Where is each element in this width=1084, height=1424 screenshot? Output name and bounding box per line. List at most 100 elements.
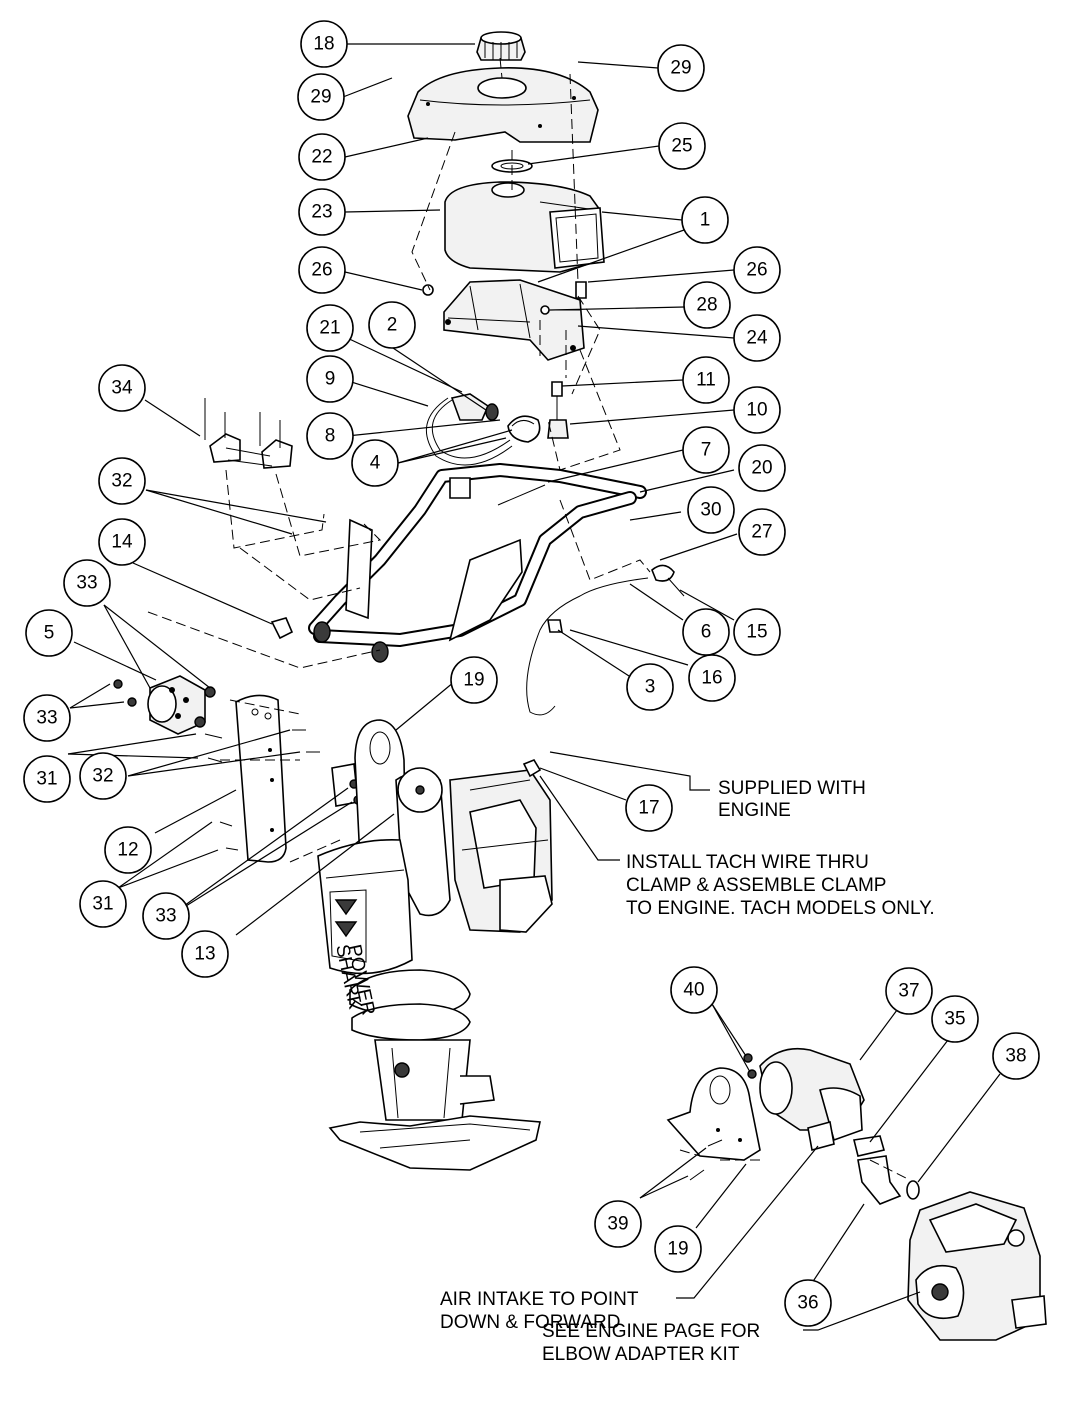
svg-text:40: 40 bbox=[683, 980, 704, 1001]
svg-text:35: 35 bbox=[944, 1009, 965, 1030]
svg-text:39: 39 bbox=[607, 1214, 628, 1235]
callout-39: 39 bbox=[594, 1200, 642, 1248]
svg-text:31: 31 bbox=[92, 894, 113, 915]
svg-text:19: 19 bbox=[463, 670, 484, 691]
tank-bracket-part bbox=[443, 279, 585, 361]
knob-part bbox=[270, 617, 294, 640]
svg-text:1: 1 bbox=[700, 210, 711, 231]
note-engine-page: SEE ENGINE PAGE FOR ELBOW ADAPTER KIT bbox=[542, 1321, 760, 1365]
callout-5: 5 bbox=[25, 609, 73, 657]
callout-12: 12 bbox=[104, 826, 152, 874]
callout-22: 22 bbox=[298, 133, 346, 181]
svg-text:INSTALL TACH WIRE THRU: INSTALL TACH WIRE THRU bbox=[626, 852, 869, 873]
svg-text:16: 16 bbox=[701, 668, 722, 689]
svg-text:22: 22 bbox=[311, 147, 332, 168]
callout-33-lower: 33 bbox=[142, 892, 190, 940]
callout-17: 17 bbox=[625, 784, 673, 832]
svg-text:2: 2 bbox=[387, 315, 398, 336]
fuel-valve-part bbox=[547, 381, 569, 439]
rammer-body-part bbox=[317, 719, 553, 1171]
svg-text:29: 29 bbox=[670, 58, 691, 79]
callout-6: 6 bbox=[682, 608, 730, 656]
callout-7: 7 bbox=[682, 426, 730, 474]
svg-text:23: 23 bbox=[311, 202, 332, 223]
svg-text:15: 15 bbox=[746, 622, 767, 643]
callout-32-upper: 32 bbox=[98, 457, 146, 505]
handle-clamp-part bbox=[204, 398, 293, 469]
svg-text:21: 21 bbox=[319, 318, 340, 339]
callout-34: 34 bbox=[98, 364, 146, 412]
callout-31-upper: 31 bbox=[23, 755, 71, 803]
svg-text:32: 32 bbox=[111, 471, 132, 492]
svg-text:31: 31 bbox=[36, 769, 57, 790]
callout-18: 18 bbox=[300, 20, 348, 68]
tank-cover-part bbox=[407, 67, 599, 143]
svg-text:33: 33 bbox=[76, 573, 97, 594]
callout-38: 38 bbox=[992, 1032, 1040, 1080]
callout-13: 13 bbox=[181, 930, 229, 978]
callout-11: 11 bbox=[682, 356, 730, 404]
callout-1: 1 bbox=[681, 196, 729, 244]
callout-4: 4 bbox=[351, 439, 399, 487]
svg-text:34: 34 bbox=[111, 378, 133, 399]
svg-text:30: 30 bbox=[700, 500, 721, 521]
note-tach-wire: INSTALL TACH WIRE THRU CLAMP & ASSEMBLE … bbox=[626, 852, 935, 919]
svg-text:36: 36 bbox=[797, 1293, 818, 1314]
callout-20: 20 bbox=[738, 444, 786, 492]
svg-text:33: 33 bbox=[155, 906, 176, 927]
svg-text:DOWN & FORWARD: DOWN & FORWARD bbox=[440, 1312, 621, 1333]
svg-text:11: 11 bbox=[696, 370, 716, 391]
svg-text:ELBOW ADAPTER KIT: ELBOW ADAPTER KIT bbox=[542, 1344, 740, 1365]
callout-30: 30 bbox=[687, 486, 735, 534]
svg-text:25: 25 bbox=[671, 136, 692, 157]
svg-text:28: 28 bbox=[696, 295, 717, 316]
svg-text:26: 26 bbox=[746, 260, 767, 281]
callout-16: 16 bbox=[688, 654, 736, 702]
svg-text:ENGINE: ENGINE bbox=[718, 800, 791, 821]
svg-text:33: 33 bbox=[36, 708, 57, 729]
callout-23: 23 bbox=[298, 188, 346, 236]
svg-text:10: 10 bbox=[746, 400, 767, 421]
fuel-cap-part bbox=[476, 31, 526, 61]
callout-8: 8 bbox=[306, 412, 354, 460]
svg-text:38: 38 bbox=[1005, 1046, 1026, 1067]
callout-19-lower: 19 bbox=[654, 1225, 702, 1273]
callout-21: 21 bbox=[306, 304, 354, 352]
callout-27: 27 bbox=[738, 508, 786, 556]
callout-35: 35 bbox=[931, 995, 979, 1043]
tach-clamp-part bbox=[651, 564, 685, 597]
callout-2: 2 bbox=[368, 301, 416, 349]
callout-25: 25 bbox=[658, 122, 706, 170]
callout-33-left: 33 bbox=[23, 694, 71, 742]
callout-29-left: 29 bbox=[297, 73, 345, 121]
svg-text:26: 26 bbox=[311, 260, 332, 281]
callout-31-lower: 31 bbox=[79, 880, 127, 928]
callout-9: 9 bbox=[306, 355, 354, 403]
svg-text:24: 24 bbox=[746, 328, 768, 349]
svg-text:8: 8 bbox=[325, 426, 336, 447]
svg-text:AIR INTAKE TO POINT: AIR INTAKE TO POINT bbox=[440, 1289, 639, 1310]
svg-text:18: 18 bbox=[313, 34, 334, 55]
fuel-filter-part bbox=[450, 393, 499, 421]
svg-text:19: 19 bbox=[667, 1239, 688, 1260]
assembly-lines bbox=[147, 57, 911, 1181]
svg-text:4: 4 bbox=[370, 453, 381, 474]
svg-text:12: 12 bbox=[117, 840, 138, 861]
callout-29-right: 29 bbox=[657, 44, 705, 92]
callout-3: 3 bbox=[626, 663, 674, 711]
svg-text:3: 3 bbox=[645, 677, 656, 698]
callout-40: 40 bbox=[670, 966, 718, 1014]
callout-15: 15 bbox=[733, 608, 781, 656]
svg-text:5: 5 bbox=[44, 623, 55, 644]
svg-text:CLAMP & ASSEMBLE CLAMP: CLAMP & ASSEMBLE CLAMP bbox=[626, 875, 886, 896]
svg-text:20: 20 bbox=[751, 458, 772, 479]
svg-text:TO ENGINE. TACH MODELS ONLY.: TO ENGINE. TACH MODELS ONLY. bbox=[626, 898, 935, 919]
tank-strap-part bbox=[549, 207, 605, 269]
hose-clamp-part bbox=[507, 415, 541, 443]
callout-32-lower: 32 bbox=[79, 752, 127, 800]
svg-text:14: 14 bbox=[111, 532, 133, 553]
svg-text:SEE ENGINE PAGE FOR: SEE ENGINE PAGE FOR bbox=[542, 1321, 760, 1342]
callout-10: 10 bbox=[733, 386, 781, 434]
svg-text:7: 7 bbox=[701, 440, 712, 461]
